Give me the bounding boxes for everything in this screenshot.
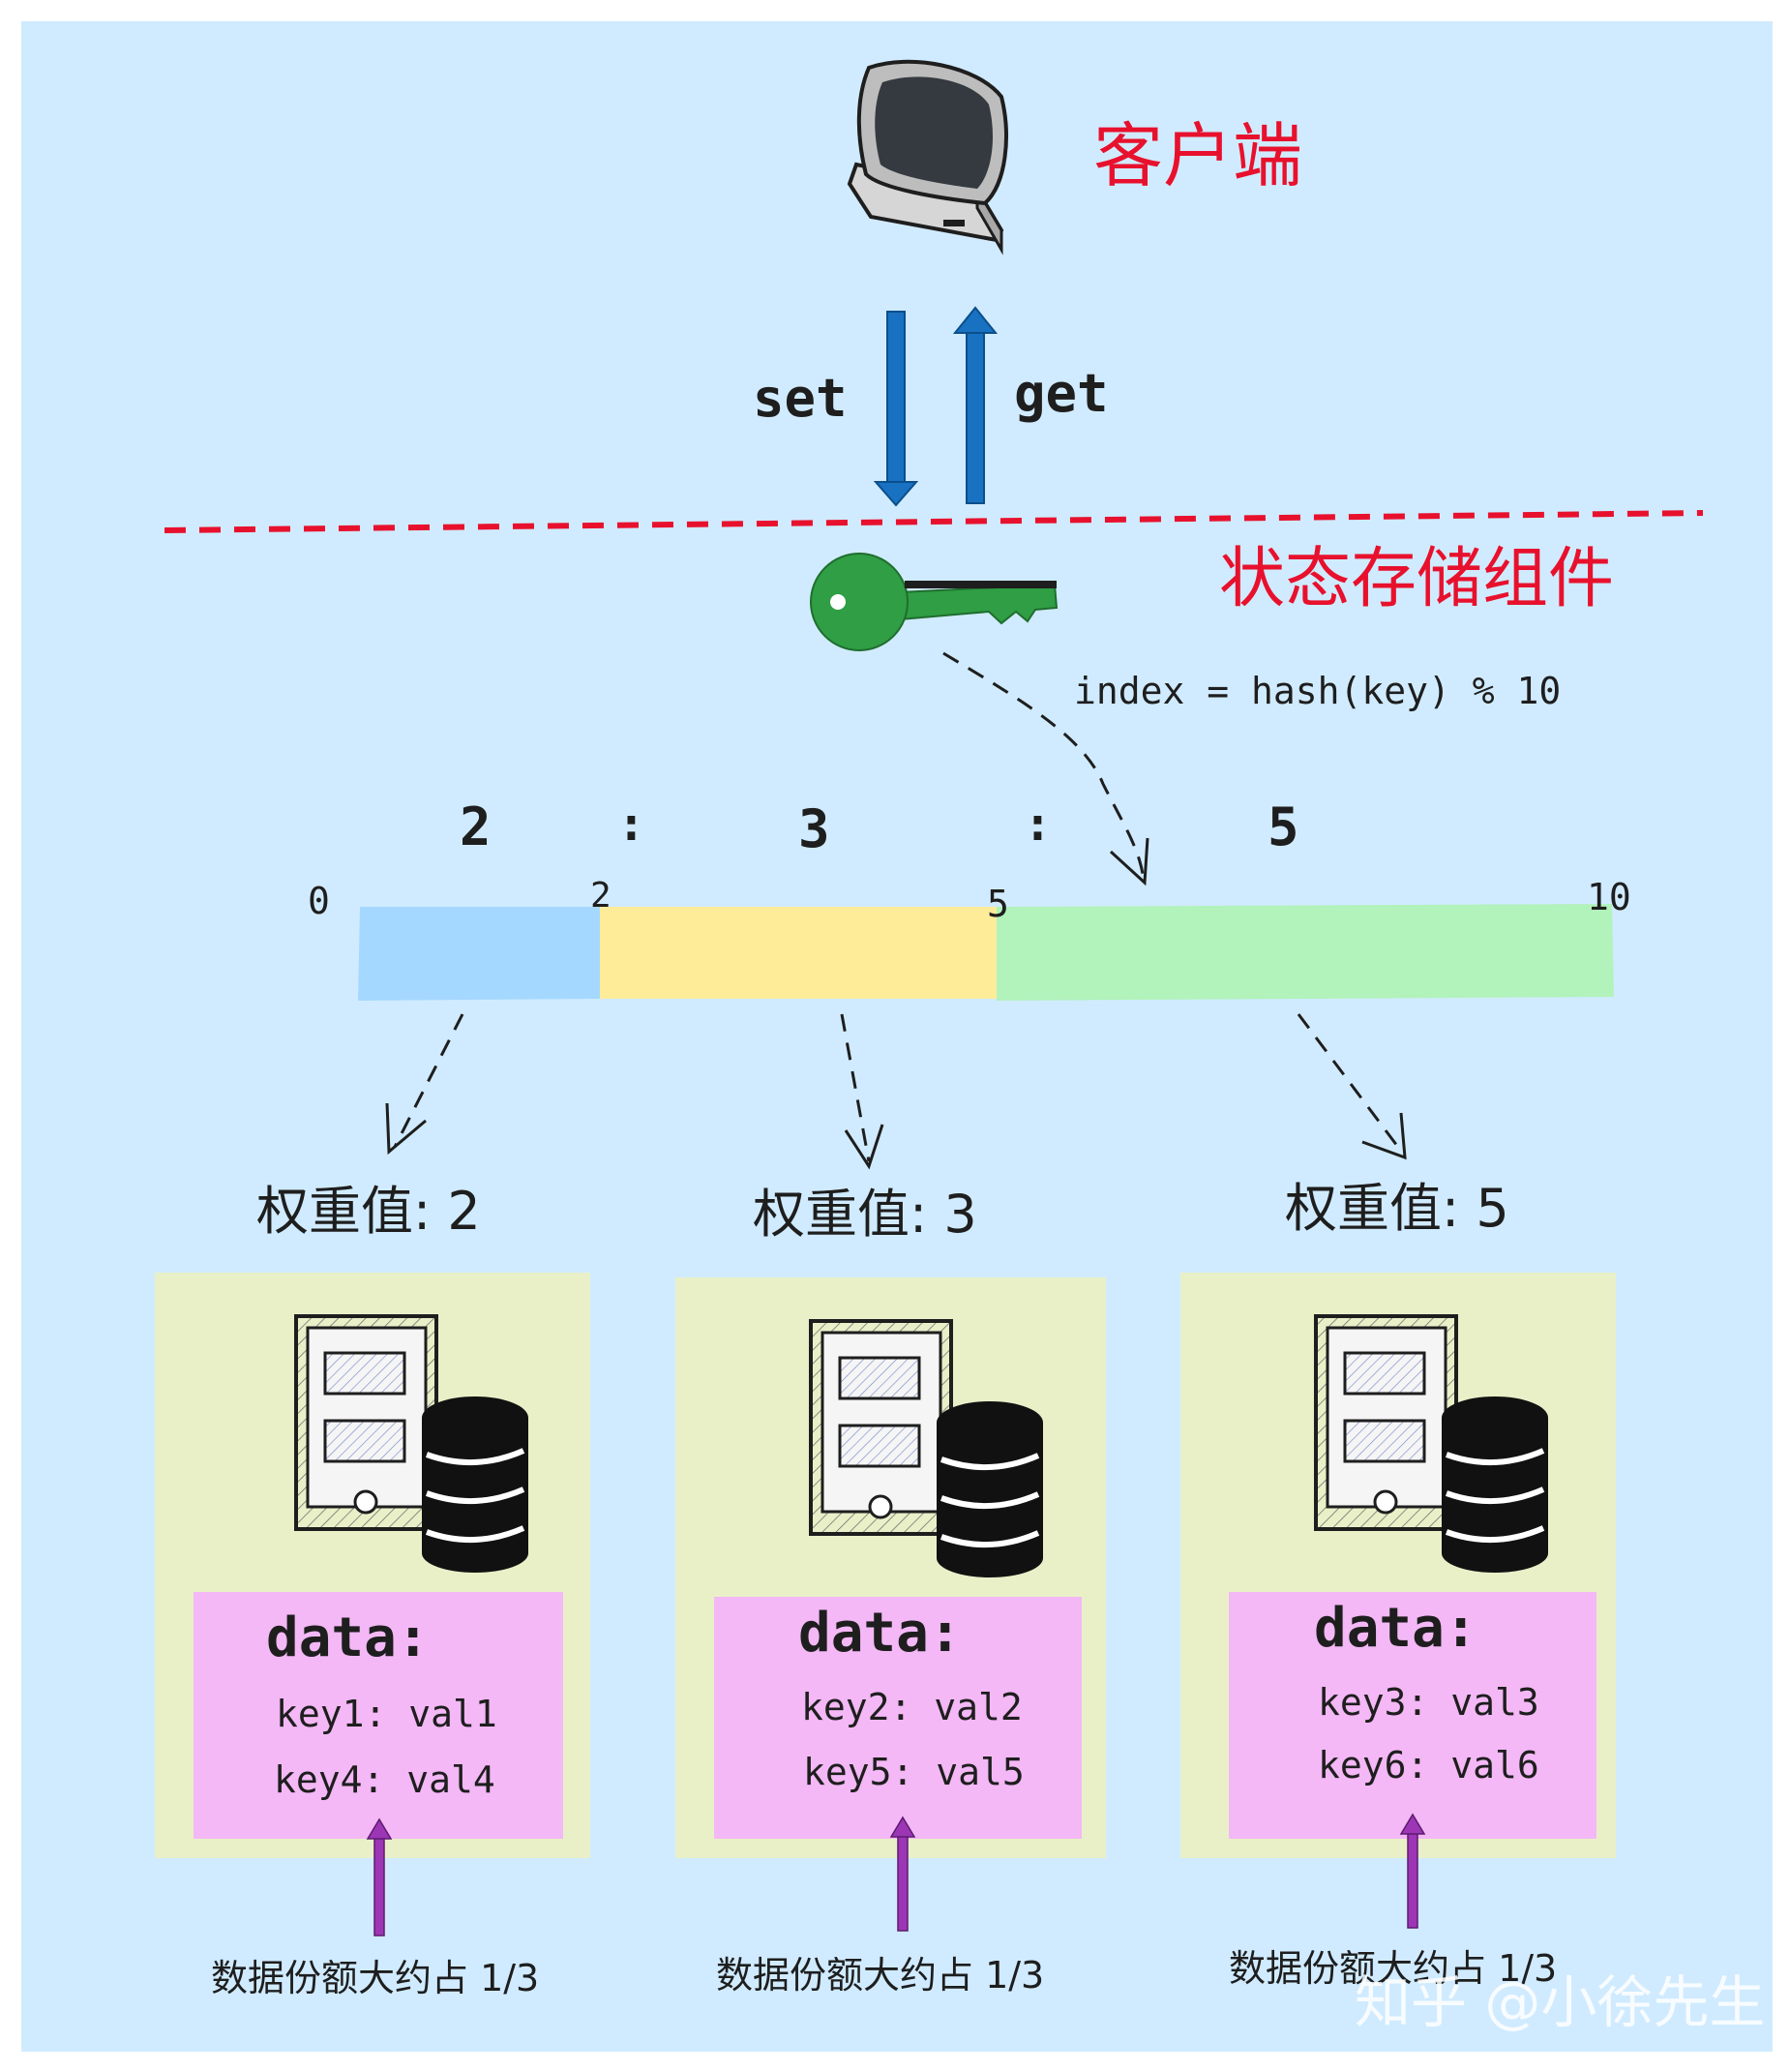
server-icon [809, 1319, 953, 1536]
node-2-weight: 权重值: 3 [753, 1184, 977, 1245]
ratio-b: 3 [798, 798, 830, 859]
data-box [714, 1597, 1082, 1839]
ratio-a: 2 [460, 796, 492, 857]
data-box [1229, 1592, 1596, 1839]
node-card-2 [675, 1277, 1106, 1932]
node-1-weight: 权重值: 2 [256, 1181, 481, 1242]
database-icon [422, 1396, 528, 1573]
node-2-entry-1: key2: val2 [801, 1686, 1023, 1728]
server-icon [294, 1314, 438, 1531]
hash-formula: index = hash(key) % 10 [1074, 670, 1562, 712]
share-arrow [1399, 1813, 1426, 1929]
scale-0: 0 [308, 880, 330, 922]
ratio-c: 5 [1268, 796, 1299, 857]
node-card-1 [155, 1273, 590, 1937]
ratio-sep-1: : [617, 797, 645, 852]
hash-arrow [942, 651, 1146, 884]
set-label: set [753, 368, 848, 429]
node-1-entry-2: key4: val4 [274, 1758, 495, 1801]
node-1-entry-1: key1: val1 [276, 1693, 497, 1735]
node-2-share: 数据份额大约占 1/3 [716, 1954, 1045, 1997]
node-3-weight: 权重值: 5 [1285, 1178, 1509, 1239]
set-arrow [873, 311, 919, 507]
watermark: 知乎 @小徐先生 [1355, 1969, 1766, 2035]
component-title: 状态存储组件 [1219, 541, 1615, 617]
node-card-3 [1180, 1273, 1616, 1929]
node-2-data-title: data: [798, 1602, 962, 1665]
scale-10: 10 [1587, 876, 1631, 918]
node-3-share: 数据份额大约占 1/3 [1229, 1947, 1558, 1990]
node-arrows [385, 1013, 1407, 1170]
get-label: get [1014, 363, 1109, 424]
get-arrow [952, 306, 999, 504]
server-icon [1314, 1314, 1458, 1531]
divider-line [164, 510, 1704, 533]
node-2-entry-2: key5: val5 [803, 1751, 1025, 1793]
database-icon [937, 1401, 1043, 1577]
data-box [194, 1592, 563, 1839]
node-3-entry-1: key3: val3 [1318, 1681, 1539, 1724]
node-3-entry-2: key6: val6 [1318, 1744, 1539, 1787]
computer-icon [847, 59, 1008, 255]
database-icon [1442, 1396, 1548, 1573]
segment-2 [600, 907, 997, 999]
share-arrow [366, 1817, 393, 1937]
scale-2: 2 [590, 876, 612, 916]
node-3-data-title: data: [1314, 1597, 1477, 1660]
share-arrow [889, 1816, 916, 1932]
segment-3 [997, 904, 1614, 1001]
ratio-sep-2: : [1024, 797, 1052, 852]
segment-1 [358, 907, 600, 1001]
nodes-layer [155, 1273, 1616, 1937]
client-title: 客户端 [1093, 115, 1303, 196]
weight-bar [358, 904, 1614, 1001]
hash-arrowhead [1109, 837, 1149, 886]
node-1-share: 数据份额大约占 1/3 [211, 1957, 540, 1999]
scale-5: 5 [987, 883, 1009, 925]
node-1-data-title: data: [266, 1607, 430, 1669]
key-icon [810, 553, 1059, 651]
